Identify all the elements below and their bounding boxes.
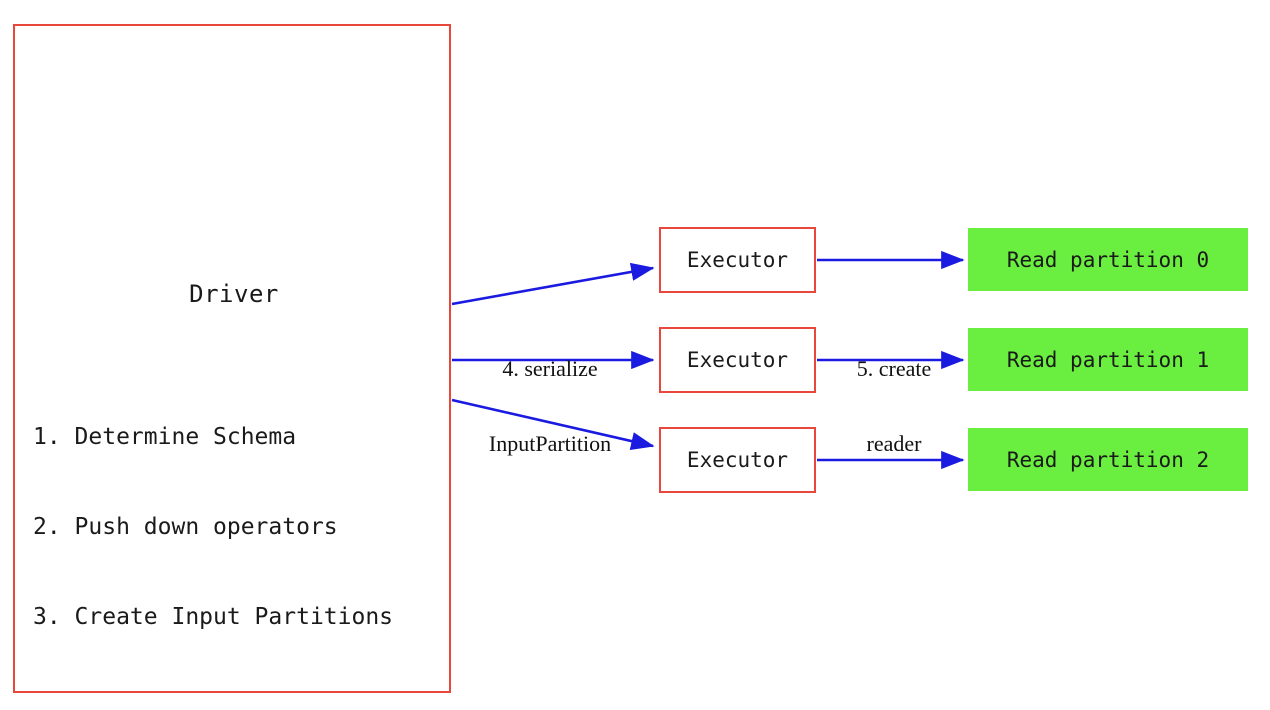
driver-step-1: 1. Determine Schema xyxy=(33,424,297,450)
driver-step-2: 2. Push down operators xyxy=(33,514,338,540)
read-partition-box-0: Read partition 0 xyxy=(968,228,1248,291)
executor-box-0: Executor xyxy=(659,227,816,293)
edge-label-serialize-line1: 4. serialize xyxy=(502,356,598,381)
edge-label-serialize: 4. serialize InputPartition xyxy=(460,306,640,506)
driver-step-3: 3. Create Input Partitions xyxy=(33,604,394,630)
edge-label-create-reader-line2: reader xyxy=(866,431,922,456)
executor-box-1: Executor xyxy=(659,327,816,393)
edge-label-create-reader-line1: 5. create xyxy=(856,356,932,381)
driver-steps-list: 1. Determine Schema 2. Push down operato… xyxy=(33,362,453,692)
arrow-driver-to-executor-0 xyxy=(451,262,655,306)
read-partition-box-1: Read partition 1 xyxy=(968,328,1248,391)
driver-box: Driver 1. Determine Schema 2. Push down … xyxy=(13,24,451,693)
edge-label-serialize-line2: InputPartition xyxy=(488,431,612,456)
edge-label-create-reader: 5. create reader xyxy=(826,306,962,506)
read-partition-box-2: Read partition 2 xyxy=(968,428,1248,491)
executor-box-2: Executor xyxy=(659,427,816,493)
driver-title: Driver xyxy=(189,280,279,308)
